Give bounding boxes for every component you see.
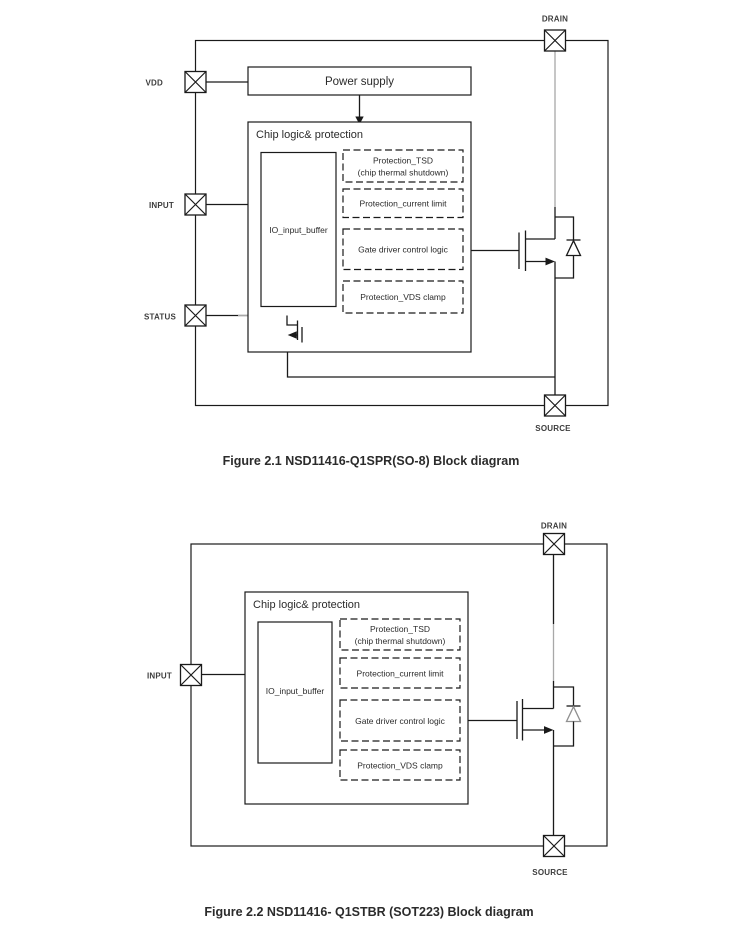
fig2-pin-source-x-icon [543,835,565,857]
fig1-protection-tsd-label-line1: Protection_TSD [373,156,433,166]
fig2-protection-tsd-box [339,618,461,651]
fig1-gate-driver-label: Gate driver control logic [358,245,449,255]
fig2-caption: Figure 2.2 NSD11416- Q1STBR (SOT223) Blo… [204,905,533,919]
fig1-protection-current-limit-label: Protection_current limit [360,199,448,209]
fig1-pin-drain-x-icon [544,29,566,52]
fig1-diode-top-wire [555,216,575,240]
fig2-io-input-buffer-box [257,621,333,764]
fig2-diode-top-wire [553,686,575,706]
fig2-pin-input-label: INPUT [147,672,172,681]
fig1-pin-source-label: SOURCE [535,424,571,433]
fig1-pin-input-x-icon [184,193,207,216]
fig1-gate-driver-box [342,228,464,271]
fig2-body-diode [553,686,582,747]
fig2-protection-vds-clamp-label: Protection_VDS clamp [357,761,443,771]
fig2-pin-source-label: SOURCE [532,868,568,877]
fig1-caption: Figure 2.1 NSD11416-Q1SPR(SO-8) Block di… [223,454,520,468]
fig2-power-mosfet-symbol [516,699,554,741]
fig1-pin-input-label: INPUT [149,201,174,210]
fig2-wires [201,554,555,836]
fig2-protection-tsd-label-line1: Protection_TSD [370,624,430,634]
fig1-pin-drain [543,29,567,52]
fig1-pin-vdd [184,70,207,94]
fig1-power-to-chip-arrowhead [355,116,364,125]
fig2-pin-input [179,663,203,687]
fig1-chip-logic-label: Chip logic& protection [256,129,363,141]
fig1-pin-drain-label: DRAIN [542,15,568,24]
fig2-chip-logic-label: Chip logic& protection [253,599,360,611]
fig1-io-input-buffer-label: IO_input_buffer [269,225,328,235]
fig2-protection-current-limit-box [339,657,461,689]
fig1-protection-vds-clamp-box [342,280,464,314]
fig2-protection-vds-clamp-box [339,749,461,781]
fig2-pin-source [542,834,566,858]
fig1-diode-bottom-wire [555,255,575,279]
fig2-diode-bottom-wire [553,721,575,747]
fig2-io-input-buffer-label: IO_input_buffer [266,686,325,696]
fig1-mosfet-source-arrowhead [545,257,555,266]
figure2-diagram: Chip logic& protection IO_input_buffer P… [147,522,608,919]
fig1-protection-tsd-box [342,149,464,183]
fig2-protection-tsd-label-line2: (chip thermal shutdown) [355,636,446,646]
fig1-pin-vdd-x-icon [184,71,207,93]
fig1-io-input-buffer-box [260,151,337,308]
fig2-pin-drain-x-icon [543,533,565,555]
fig1-protection-tsd-label-line2: (chip thermal shutdown) [358,168,449,178]
fig1-power-mosfet-symbol [518,230,555,271]
fig1-pin-source [543,394,567,417]
fig1-status-fet-source-arrowhead [287,331,297,339]
fig1-pin-status [184,304,207,327]
fig1-pin-vdd-label: VDD [146,79,164,88]
fig2-protection-current-limit-label: Protection_current limit [357,669,445,679]
fig1-protection-current-limit-box [342,188,464,219]
fig1-pin-input [184,193,207,216]
fig2-gate-driver-label: Gate driver control logic [355,716,446,726]
fig2-gate-driver-box [339,699,461,742]
fig2-pin-drain [542,532,566,556]
fig1-pin-status-label: STATUS [144,313,176,322]
fig1-pin-source-x-icon [544,394,566,417]
fig2-mosfet-source-arrowhead [544,726,554,734]
fig1-protection-vds-clamp-label: Protection_VDS clamp [360,292,446,302]
fig1-status-transistor-symbol [286,315,303,343]
fig1-body-diode [555,216,582,279]
fig1-power-supply-box [247,66,472,96]
figure1-diagram: Power supply Chip logic& protection IO_i… [144,15,609,468]
fig2-pin-input-x-icon [180,664,202,686]
fig2-pin-drain-label: DRAIN [541,522,567,531]
fig1-power-supply-label: Power supply [325,76,394,88]
fig1-pin-status-x-icon [184,304,207,327]
fig1-status-fet-drain-contact [286,315,298,326]
